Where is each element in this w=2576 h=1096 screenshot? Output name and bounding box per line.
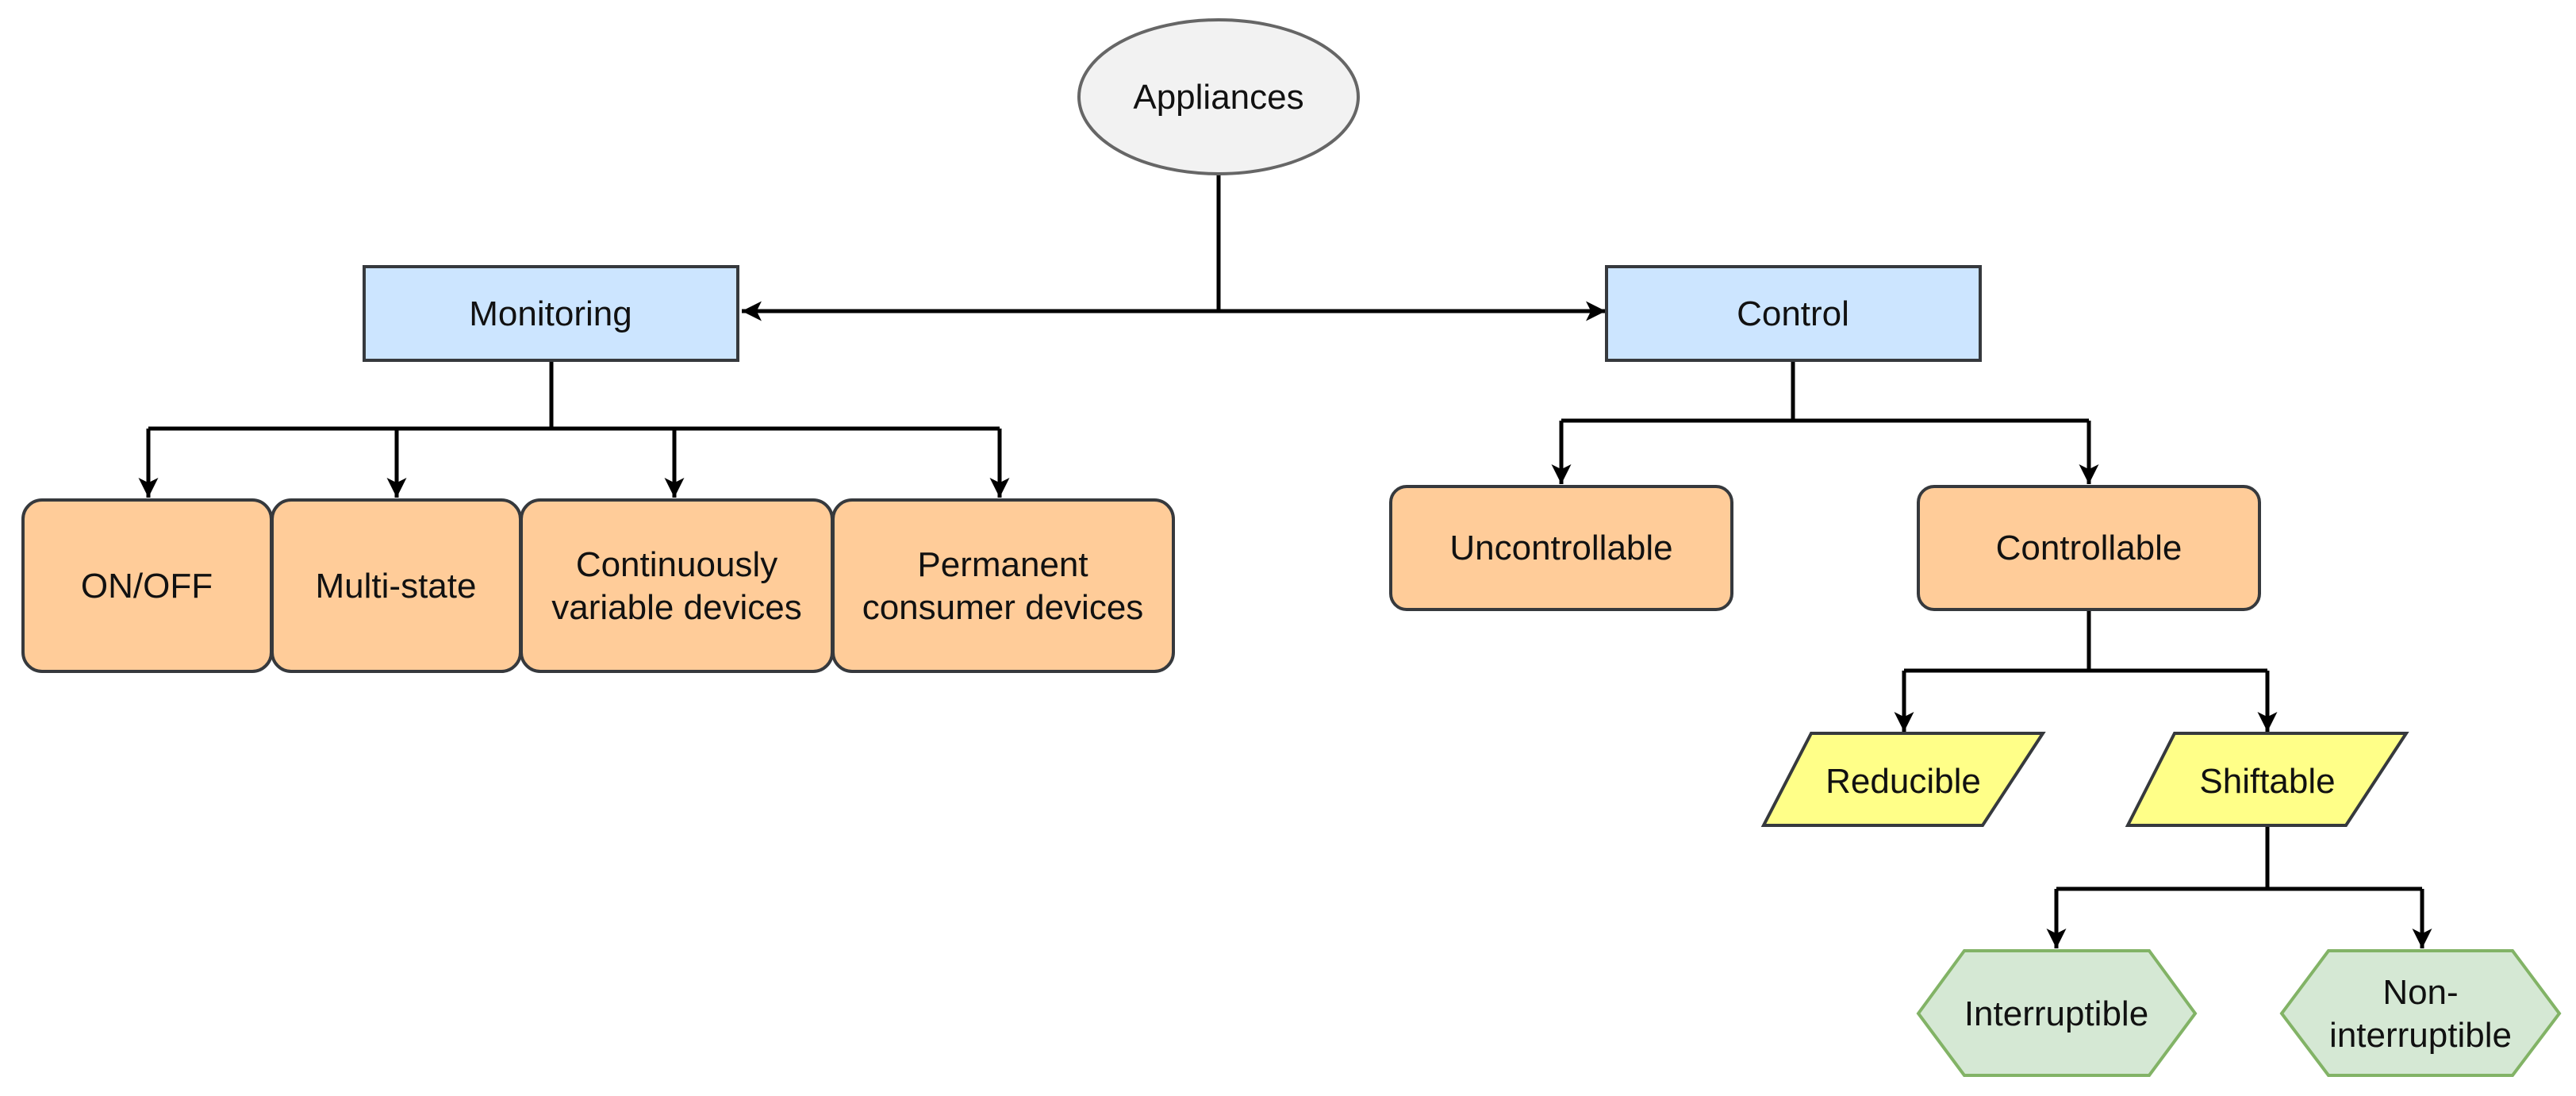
node-controllable-shape — [1917, 485, 2261, 611]
node-permanent-consumer-shape — [831, 498, 1175, 673]
node-uncontrollable-label: Uncontrollable — [1449, 529, 1672, 567]
node-uncontrollable-shape — [1389, 485, 1733, 611]
node-control: Control — [1605, 265, 1982, 362]
edges — [138, 175, 2432, 948]
node-on-off-label: ON/OFF — [81, 567, 213, 606]
permanent-consumer-label-line: consumer devices — [862, 587, 1144, 626]
continuously-variable-label-line: Continuously — [576, 545, 777, 584]
node-non-interruptible-shape — [2279, 949, 2562, 1077]
controllable-label-line: Controllable — [1996, 529, 2182, 567]
node-interruptible: Interruptible — [1916, 949, 2198, 1077]
permanent-consumer-label-line: Permanent — [917, 545, 1088, 584]
shiftable-label-line: Shiftable — [2199, 762, 2335, 801]
node-appliances-shape — [1077, 18, 1360, 175]
non-interruptible-label-line: interruptible — [2329, 1015, 2512, 1054]
node-appliances: Appliances — [1077, 18, 1360, 175]
node-non-interruptible: Non-interruptible — [2279, 949, 2562, 1077]
continuously-variable-label-line: variable devices — [551, 587, 802, 626]
node-shiftable-label: Shiftable — [2199, 762, 2335, 801]
node-non-interruptible-label: Non-interruptible — [2329, 973, 2512, 1055]
node-multi-state-label: Multi-state — [316, 567, 477, 606]
node-monitoring-label: Monitoring — [469, 294, 632, 333]
node-continuously-variable-shape — [520, 498, 834, 673]
node-monitoring-shape — [363, 265, 739, 362]
interruptible-label-line: Interruptible — [1964, 994, 2148, 1033]
node-reducible-label: Reducible — [1825, 762, 1981, 801]
node-appliances-label: Appliances — [1133, 78, 1303, 117]
uncontrollable-label-line: Uncontrollable — [1449, 529, 1672, 567]
node-interruptible-label: Interruptible — [1964, 994, 2148, 1033]
node-multi-state: Multi-state — [271, 498, 522, 673]
node-control-shape — [1605, 265, 1982, 362]
monitoring-label-line: Monitoring — [469, 294, 632, 333]
control-label-line: Control — [1737, 294, 1849, 333]
node-monitoring: Monitoring — [363, 265, 739, 362]
on-off-label-line: ON/OFF — [81, 567, 213, 606]
non-interruptible-label-line: Non- — [2382, 973, 2458, 1012]
multi-state-label-line: Multi-state — [316, 567, 477, 606]
reducible-label-line: Reducible — [1825, 762, 1981, 801]
appliances-label-line: Appliances — [1133, 78, 1303, 117]
node-uncontrollable: Uncontrollable — [1389, 485, 1733, 611]
node-on-off: ON/OFF — [21, 498, 273, 673]
node-controllable-label: Controllable — [1996, 529, 2182, 567]
node-reducible-shape — [1760, 732, 2046, 827]
node-shiftable: Shiftable — [2125, 732, 2409, 827]
node-control-label: Control — [1737, 294, 1849, 333]
node-controllable: Controllable — [1917, 485, 2261, 611]
node-interruptible-shape — [1916, 949, 2198, 1077]
node-reducible: Reducible — [1760, 732, 2046, 827]
node-shiftable-shape — [2125, 732, 2409, 827]
